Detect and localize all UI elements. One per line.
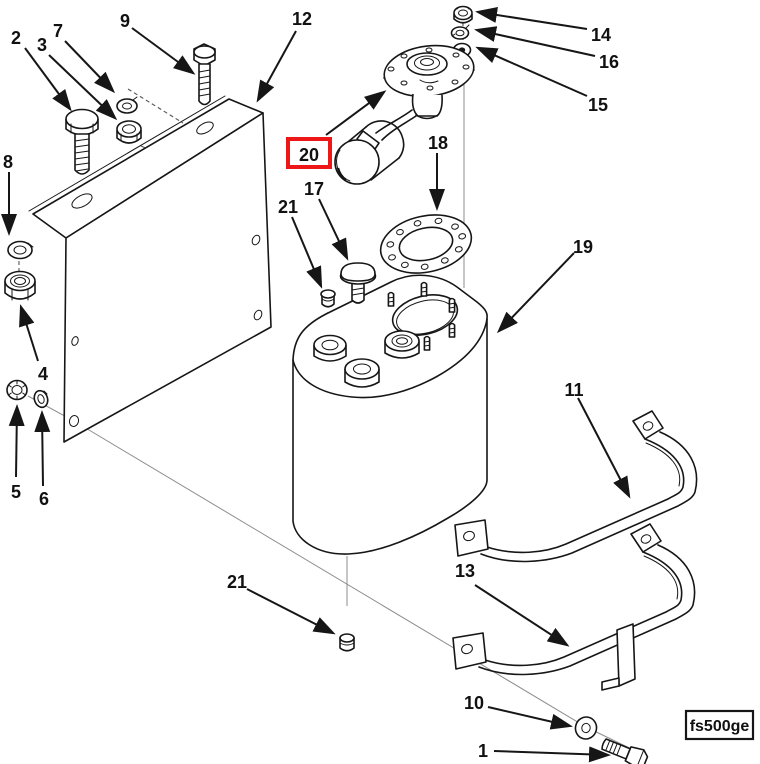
tank-strap-lower: [452, 523, 696, 676]
callout-11[interactable]: 11: [564, 380, 583, 400]
figure-code-label: fs500ge: [690, 718, 750, 735]
tank-stud: [448, 322, 456, 338]
vent-plug: [320, 289, 336, 308]
callout-2[interactable]: 2: [11, 28, 21, 48]
fuel-tank: [292, 274, 488, 555]
tank-stud: [420, 281, 428, 297]
bolt-axis-dashed-line: [127, 88, 184, 124]
lock-washer: [7, 240, 34, 260]
lock-washer: [450, 24, 470, 40]
callout-7[interactable]: 7: [53, 21, 63, 41]
leader-lines: [1, 7, 631, 763]
callout-9[interactable]: 9: [120, 11, 130, 31]
filler-cap: [339, 262, 377, 304]
drain-plug: [339, 633, 355, 652]
mounting-plate: [28, 95, 272, 443]
callout-17[interactable]: 17: [304, 179, 324, 199]
assembly-axis-line: [27, 395, 649, 758]
tank-sender-opening: [391, 294, 459, 336]
tank-boss: [344, 358, 380, 388]
callout-16[interactable]: 16: [599, 52, 619, 72]
sender-gasket: [379, 214, 473, 274]
callout-12[interactable]: 12: [292, 9, 312, 29]
tank-stud: [387, 291, 395, 307]
figure-code-box: fs500ge: [684, 709, 755, 741]
lock-washer: [33, 389, 49, 409]
hex-bolt: [601, 738, 649, 764]
flat-washer: [574, 716, 598, 740]
tank-boss: [313, 334, 347, 362]
callout-4[interactable]: 4: [38, 364, 48, 384]
float-arm: [375, 109, 413, 134]
callout-8[interactable]: 8: [3, 152, 13, 172]
callout-21-upper[interactable]: 21: [278, 197, 298, 217]
hex-bolt: [193, 43, 216, 106]
callout-18[interactable]: 18: [428, 133, 448, 153]
float: [334, 120, 405, 185]
hex-nut: [4, 270, 36, 301]
callout-20-highlighted[interactable]: 20: [299, 145, 319, 165]
callout-14[interactable]: 14: [591, 25, 611, 45]
plate-flange-hole: [196, 121, 214, 135]
tank-stud: [423, 335, 431, 351]
hex-bolt: [65, 108, 99, 175]
callout-15[interactable]: 15: [588, 95, 608, 115]
plate-flange-hole: [71, 193, 93, 209]
callout-5[interactable]: 5: [11, 482, 21, 502]
callout-1[interactable]: 1: [478, 741, 488, 761]
hex-nut: [116, 120, 142, 144]
callout-13[interactable]: 13: [455, 561, 475, 581]
callout-21-lower[interactable]: 21: [227, 572, 247, 592]
hex-nut: [453, 5, 473, 24]
tank-stud: [448, 297, 456, 313]
lock-washer: [116, 96, 138, 114]
callout-10[interactable]: 10: [464, 693, 484, 713]
strap-foot: [601, 623, 636, 691]
flange-nut: [6, 379, 28, 401]
callout-labels: 2 3 7 9 12 14 16 15 20 18 17 21 8 19 4 5…: [3, 9, 619, 761]
tank-boss: [384, 330, 420, 359]
highlight-box[interactable]: [286, 137, 332, 169]
callout-3[interactable]: 3: [37, 35, 47, 55]
callout-19[interactable]: 19: [573, 237, 593, 257]
fuel-gauge-sender: [334, 44, 475, 185]
callout-6[interactable]: 6: [39, 489, 49, 509]
